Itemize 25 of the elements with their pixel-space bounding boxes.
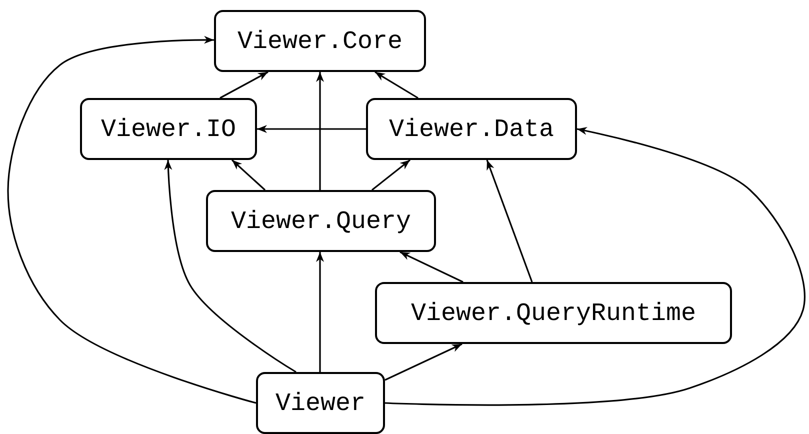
arrow [400,251,464,283]
module-box [206,190,436,252]
module-box [214,10,426,72]
module-name: Viewer.Query [230,206,412,236]
module-box [80,98,257,160]
module-box [256,372,385,434]
arrow [220,71,268,99]
module-name: Viewer.Core [237,26,403,56]
module-box [366,98,577,160]
arrow [374,71,418,99]
module-box [375,282,732,344]
arrow [384,343,462,381]
module-name: Viewer [275,388,366,418]
arrow [231,159,266,191]
arrow [257,125,366,133]
arrow [316,72,324,190]
module-name: Viewer.QueryRuntime [410,298,696,328]
module-name: Viewer.Data [388,114,554,144]
arrow [316,252,324,372]
arrow [7,36,256,404]
module-name: Viewer.IO [100,114,236,144]
arrow [372,159,410,191]
arrow [384,127,806,406]
arrow [164,160,296,373]
arrow [486,160,533,282]
